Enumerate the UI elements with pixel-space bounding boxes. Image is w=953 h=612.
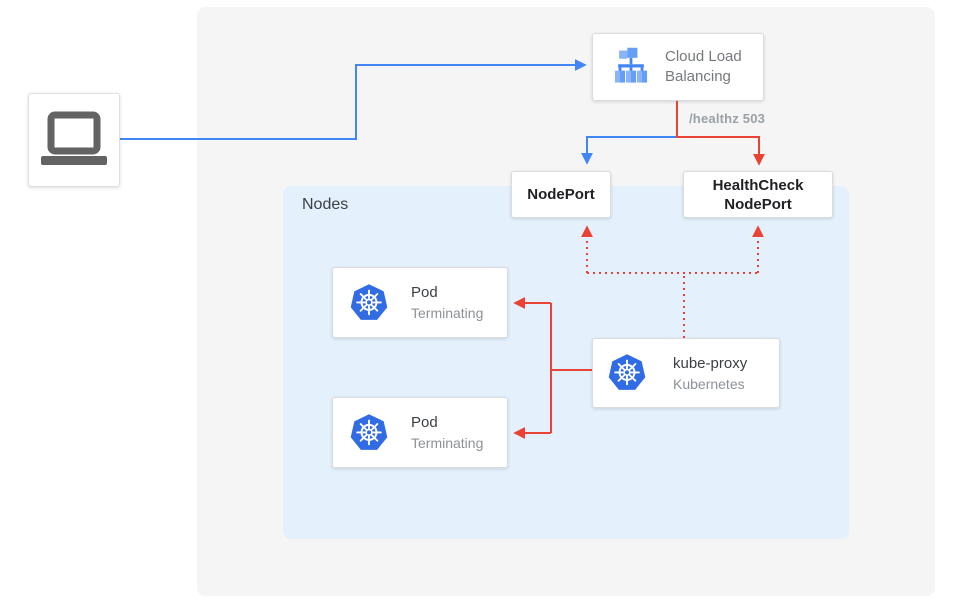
kube-proxy-sublabel: Kubernetes [673,375,745,392]
pod-2-text: Pod Terminating [411,413,483,452]
pod-2-status: Terminating [411,435,484,451]
nodes-group-label: Nodes [302,196,349,213]
pod-node-2: Pod Terminating [332,397,508,468]
laptop-icon [41,111,107,165]
kubernetes-icon [608,354,646,390]
nodeport-node: NodePort [511,171,611,218]
cloud-load-balancing-icon [614,47,648,83]
client-node [28,93,120,187]
cloud-load-balancing-label: Cloud Load Balancing [665,48,742,85]
pod-1-status: Terminating [411,305,484,321]
kubernetes-icon [350,413,388,450]
kubernetes-icon [350,283,388,320]
pod-node-1: Pod Terminating [332,267,508,338]
kube-proxy-label: kube-proxy [673,354,748,372]
pod-1-label: Pod [411,284,438,301]
kube-proxy-node: kube-proxy Kubernetes [592,338,780,408]
kube-proxy-text: kube-proxy Kubernetes [673,354,747,393]
healthcheck-nodeport-node: HealthCheck NodePort [683,171,833,218]
healthcheck-nodeport-label-line1: HealthCheck [712,176,804,194]
healthcheck-nodeport-label-line2: NodePort [724,195,792,213]
nodeport-label: NodePort [527,186,595,203]
healthz-annotation: /healthz 503 [689,111,766,126]
pod-1-text: Pod Terminating [411,283,483,322]
cloud-load-balancing-node: Cloud Load Balancing [592,33,764,101]
pod-2-label: Pod [411,414,438,431]
